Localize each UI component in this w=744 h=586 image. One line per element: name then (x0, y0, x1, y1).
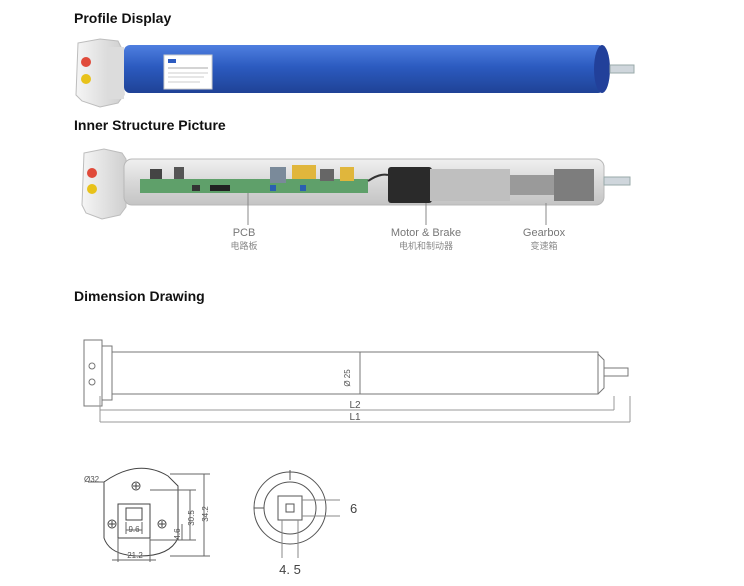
pcb-label-cn: 电路板 (230, 240, 257, 251)
product-label (163, 54, 213, 90)
length-dimension-lines (99, 396, 631, 423)
inner-structure-image (81, 148, 631, 225)
shaft (603, 176, 631, 186)
tube-diameter-label: Ø 25 (343, 369, 352, 387)
motor-brake-label: Motor & Brake (391, 227, 461, 239)
tube-end (594, 45, 610, 93)
l1-label: L1 (349, 412, 361, 423)
pcb-label: PCB (233, 227, 256, 239)
section-title-dimension: Dimension Drawing (74, 288, 205, 304)
dim-4-6-label: 4.6 (173, 528, 182, 540)
dim-30-5-label: 30.5 (187, 510, 196, 526)
shaft-end-view (253, 470, 327, 545)
gearbox-label-cn: 变速箱 (530, 240, 557, 251)
end-cap (75, 38, 125, 108)
end-cap (81, 148, 127, 220)
shaft-4-5-label: 4. 5 (279, 562, 301, 577)
wire (367, 173, 389, 182)
dim-34-2-label: 34.2 (201, 506, 210, 522)
motor-brake (388, 167, 510, 203)
section-title-profile: Profile Display (74, 10, 172, 26)
profile-motor-image (75, 38, 635, 108)
yellow-button (81, 74, 91, 84)
shaft-dimension-lines (281, 499, 340, 558)
shaft-6-label: 6 (350, 501, 357, 516)
gearbox-assembly (510, 169, 594, 201)
red-button (81, 57, 91, 67)
pcb-board (140, 165, 368, 193)
blue-tube (124, 45, 604, 93)
head-dimension-lines (88, 473, 210, 562)
red-button (87, 168, 97, 178)
yellow-button (87, 184, 97, 194)
motor-brake-label-cn: 电机和制动器 (399, 240, 453, 251)
head-diameter-label: Ø32 (84, 475, 100, 484)
dim-21-2-label: 21.2 (127, 551, 143, 560)
head-end-view (103, 467, 179, 557)
l2-label: L2 (349, 400, 361, 411)
gearbox-label: Gearbox (523, 227, 566, 239)
shaft (609, 64, 635, 74)
dim-9-6-label: 9.6 (128, 525, 140, 534)
side-view-motor (83, 339, 629, 407)
section-title-inner-structure: Inner Structure Picture (74, 117, 226, 133)
